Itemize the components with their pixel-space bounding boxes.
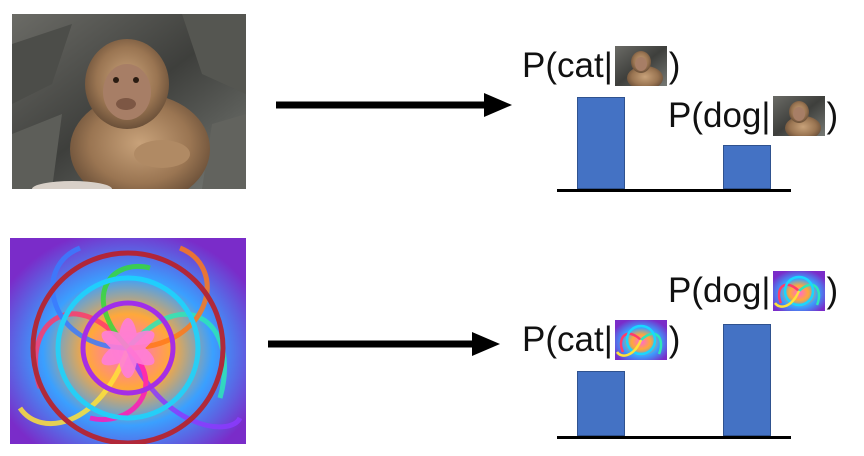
swirl-thumbnail (614, 320, 667, 360)
label-divider: | (761, 96, 771, 135)
monkey-thumbnail (614, 46, 667, 86)
label-prefix: P(dog (668, 271, 762, 310)
label-suffix: ) (668, 46, 681, 85)
label-prefix: P(cat (522, 46, 604, 85)
right-arrow-icon (266, 329, 506, 359)
right-arrow-icon (274, 90, 514, 120)
bar-chart-baseline (557, 189, 791, 192)
label-divider: | (761, 271, 771, 310)
dog-probability-bar (723, 145, 771, 189)
label-suffix: ) (826, 96, 839, 135)
cat-probability-bar (577, 371, 625, 436)
label-prefix: P(cat (522, 320, 604, 359)
label-prefix: P(dog (668, 96, 762, 135)
cat-probability-label: P(cat | ) (522, 46, 680, 86)
label-divider: | (603, 46, 613, 85)
label-suffix: ) (826, 271, 839, 310)
swirl-thumbnail (772, 271, 825, 311)
bar-chart-baseline (557, 436, 791, 439)
monkey-thumbnail (772, 96, 825, 136)
swirl-adversarial-image (10, 238, 246, 444)
cat-probability-label: P(cat | ) (522, 320, 680, 360)
label-suffix: ) (668, 320, 681, 359)
cat-probability-bar (577, 97, 625, 189)
label-divider: | (603, 320, 613, 359)
monkey-photo (12, 14, 246, 189)
dog-probability-bar (723, 324, 771, 436)
dog-probability-label: P(dog | ) (668, 271, 838, 311)
dog-probability-label: P(dog | ) (668, 96, 838, 136)
